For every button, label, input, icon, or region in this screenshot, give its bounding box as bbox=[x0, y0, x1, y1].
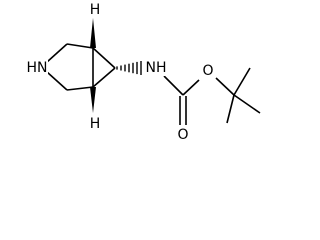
atom-label-nh-amide: NH bbox=[146, 60, 167, 76]
bond-ring-ch2-bottom-n bbox=[46, 71, 68, 91]
atom-label-h-bottom: H bbox=[90, 116, 101, 132]
atom-label-bg-o-carbonyl bbox=[177, 126, 189, 142]
bond-ether-o-quaternary-c bbox=[215, 77, 235, 96]
bond-cyclopropane-c1-c6 bbox=[92, 47, 116, 69]
bond-tbu-methyl-right bbox=[233, 94, 261, 114]
atom-label-nh-ring: HN bbox=[27, 60, 48, 76]
atom-label-bg-nh-amide bbox=[145, 60, 167, 76]
bond-tbu-methyl-bottom bbox=[226, 94, 235, 124]
hashed-bond-c6-nh bbox=[116, 61, 142, 75]
bond-carbonyl-c-ether-o bbox=[182, 79, 200, 96]
structural-formula: H HN H NH O O bbox=[26, 2, 261, 143]
atom-label-h-top: H bbox=[90, 2, 101, 18]
wedge-bond-bottom-h bbox=[90, 87, 96, 113]
wedge-bond-top-h bbox=[90, 18, 96, 48]
bond-ring-n-ch2-top bbox=[46, 43, 68, 63]
atom-label-bg-o-ether bbox=[202, 63, 214, 79]
bond-ring-ch2-top-c1 bbox=[66, 43, 94, 49]
atom-label-o-carbonyl: O bbox=[177, 127, 188, 143]
atom-label-bg-nh-ring bbox=[26, 59, 48, 75]
atom-label-o-ether: O bbox=[202, 63, 213, 79]
bond-tbu-methyl-top bbox=[233, 67, 251, 96]
bond-ring-c5-ch2-bottom bbox=[66, 86, 94, 91]
bond-cyclopropane-c5-c6 bbox=[92, 67, 116, 88]
bond-nh-carbonyl-c bbox=[163, 75, 184, 96]
